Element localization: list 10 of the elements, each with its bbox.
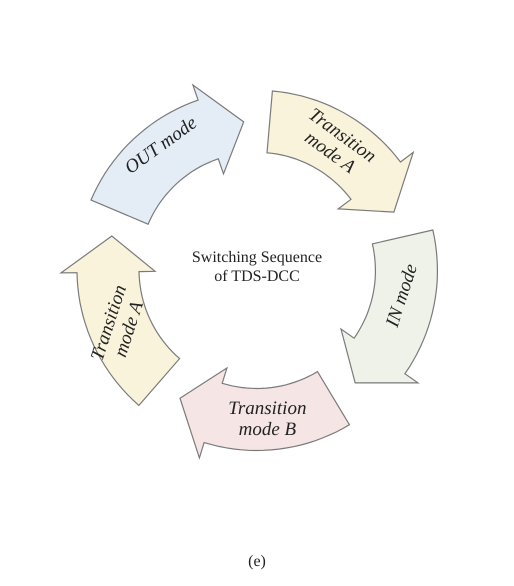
- curved-arrow-shape: [267, 90, 414, 212]
- center-title: Switching Sequence of TDS-DCC: [190, 248, 324, 286]
- mode-label: IN mode: [380, 260, 423, 332]
- curved-arrow-shape: [61, 236, 180, 406]
- curved-arrow-shape: [91, 84, 244, 224]
- mode-label: Transition mode B: [227, 398, 308, 440]
- curved-arrow-shape: [180, 368, 350, 458]
- curved-arrow-shape: [340, 230, 437, 382]
- figure-caption: (e): [247, 552, 267, 571]
- mode-label: OUT mode: [120, 111, 202, 180]
